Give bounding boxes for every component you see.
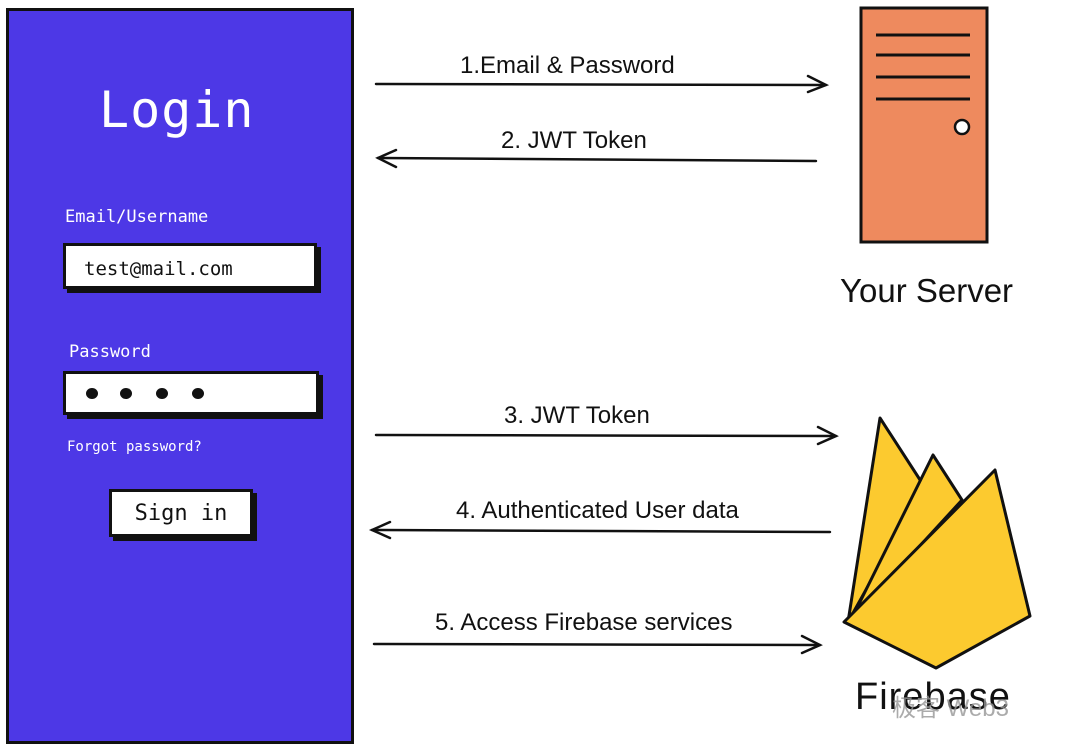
arrow-step3-label: 3. JWT Token	[504, 402, 650, 429]
firebase-icon	[842, 416, 1032, 670]
arrow-step5	[372, 634, 823, 655]
password-mask-dot	[120, 388, 132, 399]
arrow-step1	[374, 74, 830, 94]
arrow-step4-label: 4. Authenticated User data	[456, 497, 739, 524]
arrow-step2	[375, 148, 818, 169]
login-title: Login	[99, 81, 255, 139]
password-label: Password	[69, 342, 151, 362]
arrow-step2-label: 2. JWT Token	[501, 127, 647, 154]
arrow-step4	[368, 520, 832, 540]
server-icon	[859, 6, 989, 244]
email-label: Email/Username	[65, 207, 209, 227]
forgot-password-link[interactable]: Forgot password?	[67, 439, 202, 455]
arrow-step3	[374, 425, 839, 446]
sign-in-button[interactable]: Sign in	[109, 489, 253, 537]
arrow-step5-label: 5. Access Firebase services	[435, 609, 733, 636]
password-mask-dot	[86, 388, 98, 399]
password-field[interactable]	[63, 371, 319, 415]
firebase-label: Firebase	[855, 676, 1011, 718]
password-mask-dot	[192, 388, 204, 399]
arrow-step1-label: 1.Email & Password	[460, 52, 675, 79]
watermark: 极客 Web3	[892, 695, 1009, 722]
email-value: test@mail.com	[84, 258, 233, 280]
server-label: Your Server	[840, 272, 1014, 309]
password-mask-dot	[156, 388, 168, 399]
login-panel: Login Email/Username test@mail.com Passw…	[6, 8, 354, 744]
email-field[interactable]: test@mail.com	[63, 243, 317, 289]
